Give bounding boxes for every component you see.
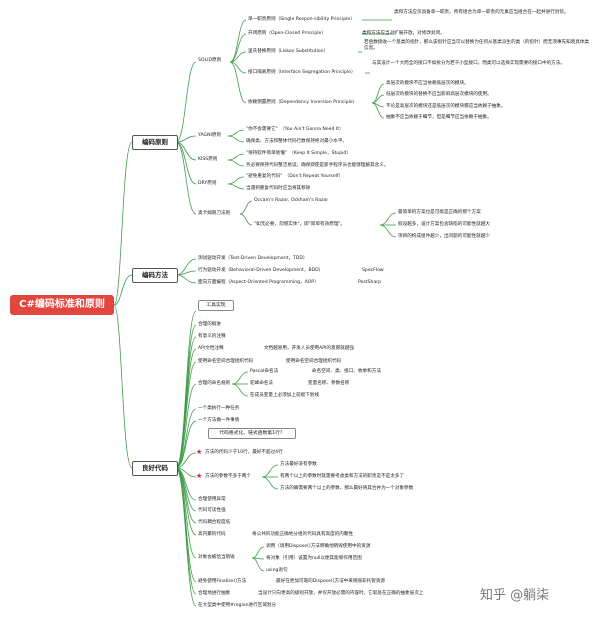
format-box[interactable]: 代码格式化、链式函数第1行？: [208, 428, 296, 439]
category-principles[interactable]: 编码原则: [132, 135, 178, 150]
occam-item: 项目的构成组件越少，出问题的可能性就越少: [398, 234, 490, 239]
method-bdd-tool: SpecFlow: [362, 268, 384, 273]
kiss-desc: 务必要保持代码整洁易读，确保即使是新手程序员也能够理解其含义。: [246, 163, 389, 168]
good-exceptions[interactable]: 合理使用异常: [198, 497, 226, 502]
naming-rule-desc: 变量名称、参数名称: [308, 381, 350, 386]
lsp-node[interactable]: 里氏替换原则（Liskov Substitution）: [248, 49, 329, 54]
dispose-item: 调用（调用Dispose()方法明确地销毁使用中的资源: [266, 544, 371, 549]
method-tdd[interactable]: 测试驱动开发（Test-Driven Development，TDD）: [198, 256, 308, 261]
good-finalize[interactable]: 避免使用Finalize()方法: [198, 579, 247, 584]
good-cohesion[interactable]: 高内聚的代码: [198, 532, 226, 537]
good-one-class[interactable]: 一个类执行一种任务: [198, 406, 240, 411]
good-abstraction-desc: 当设计只向更高的级别开放，并仅开放必需的内容时，它就处在正确的抽象层次上: [258, 591, 424, 596]
srp-node[interactable]: 单一职责原则（Single Respon-sibility Principle）: [248, 17, 355, 22]
good-api-doc-desc: 文档越易用，开发人员使用API的意愿就越强: [264, 346, 354, 351]
good-region[interactable]: 在大型类中使用#region进行区域划分: [198, 603, 277, 608]
kiss-node[interactable]: KISS原则: [198, 157, 218, 162]
ocp-node[interactable]: 开闭原则（Open-Closed Principle）: [248, 31, 326, 36]
naming-rule: 驼峰命名法: [250, 381, 273, 386]
dip-item: 低层次的模块的替换不应当影响高层次模块的使用。: [386, 92, 492, 97]
good-api-doc[interactable]: API文档注释: [198, 346, 224, 351]
dry-node[interactable]: DRY原则: [198, 181, 217, 186]
watermark: 知乎 @躺柒: [480, 588, 550, 603]
good-params[interactable]: 方法的参数不多于两个: [205, 474, 251, 479]
lsp-desc: 若函数接收一个基类的指针，那么该指针应当可以替换为任何从基类派生的类（的指针）而…: [364, 40, 590, 51]
naming-rule: 在成员变量上必须加上前缀下划线: [250, 393, 319, 398]
good-cohesion-desc: 将公共的功能正确地分组的代码具有高度的内聚性: [252, 532, 354, 537]
good-one-method[interactable]: 一个方法做一件事情: [198, 418, 240, 423]
category-methods[interactable]: 编码方法: [132, 268, 178, 283]
occam-alias: Occam's Razor, Ockham's Razor: [254, 198, 329, 203]
dip-item: 高层次的模块不应当依赖低层次的模块。: [386, 81, 469, 86]
good-method-lines[interactable]: 方法的代码少于10行，最好不超过4行: [205, 450, 283, 455]
dry-quote: "避免重复的代码" （Don't Repeat Yourself）: [246, 174, 344, 179]
good-indent[interactable]: 合理的缩进: [198, 322, 221, 327]
dip-node[interactable]: 依赖倒置原则（Dependency Inversion Principle）: [248, 100, 358, 105]
params-item: 方法最好没有参数: [280, 462, 317, 467]
good-finalize-desc: 最好在更加可靠的Dispose()方法中来销毁非托管资源: [276, 579, 386, 584]
method-aop[interactable]: 面向方面编程（Aspect-Oriented Programming，AOP）: [198, 280, 319, 285]
good-dispose[interactable]: 对象会被恰当销毁: [198, 555, 235, 560]
good-naming[interactable]: 合理的命名规则: [198, 381, 231, 386]
star-icon: ★: [196, 472, 203, 480]
dry-desc: 当遇到重复代码时应当将其移除: [246, 186, 311, 191]
dispose-item: using语句: [266, 568, 288, 573]
dip-item: 抽象不应当依赖于细节，但是细节应当依赖于抽象。: [386, 115, 492, 120]
occam-node[interactable]: 奥卡姆剃刀法则: [198, 211, 231, 216]
tools-box[interactable]: 工具实现: [198, 300, 234, 311]
naming-rule: Pascal命名法: [250, 369, 279, 374]
good-readability[interactable]: 代码可读性强: [198, 508, 226, 513]
method-aop-tool: PostSharp: [358, 280, 382, 285]
dispose-item: 将对象（引用）设置为null以便其能够作用范围: [266, 556, 362, 561]
root-node[interactable]: C#编码标准和原则: [10, 295, 114, 315]
srp-desc: 类和方法应仅具备单一职责。所有组合为单一职责的元素应当组合在一起并进行封装。: [394, 10, 569, 15]
yagni-desc: 确保类、方法和整体代码行数保持绝对最小水平。: [246, 139, 348, 144]
good-namespace-desc: 使用命名空间合理组织代码: [286, 359, 342, 364]
isp-node[interactable]: 接口隔离原则（Interface Segregation Principle）: [248, 70, 356, 75]
star-icon: ★: [196, 448, 203, 456]
yagni-quote: "你不会需要它" （You Ain't Gonna Need It）: [246, 127, 344, 132]
isp-desc: 与其设计一个大而全的接口不如拆分为若干小型接口，而类可以选择实现需要的接口中的方…: [372, 61, 565, 66]
method-bdd[interactable]: 行为驱动开发（Behavioral-Driven Development，BDD…: [198, 268, 324, 273]
dip-item: 不论是高层次的模块还是低层次的模块都应当依赖于抽象。: [386, 104, 506, 109]
kiss-quote: "保持软件简单易懂" （Keep It Simple，Stupid）: [246, 151, 351, 156]
occam-item: 最简单的方案也是可能是正确的那个方案: [398, 210, 481, 215]
occam-quote: "如无必要，勿增实体"，即"简单有效原理"。: [254, 222, 346, 227]
params-item: 有两个以上的参数时就需要考虑类和方法的职责是不是太多了: [280, 474, 405, 479]
good-coupling[interactable]: 代码耦合程度低: [198, 520, 231, 525]
yagni-node[interactable]: YAGNI原则: [198, 133, 222, 138]
ocp-desc: 类和方法应当对扩展开放，对修改封闭。: [362, 31, 445, 36]
good-namespace[interactable]: 使用命名空间合理组织代码: [198, 359, 254, 364]
category-good-code[interactable]: 良好代码: [132, 461, 178, 476]
good-abstraction[interactable]: 合理地进行抽象: [198, 591, 231, 596]
params-item: 方法的确需要两个以上的参数，那么最好将其合并为一个对象参数: [280, 486, 414, 491]
solid-node[interactable]: SOLID原则: [198, 58, 222, 63]
naming-rule-desc: 命名空间、类、接口、枚举和方法: [312, 369, 381, 374]
occam-item: 假设越多，设计方案包含缺陷的可能性就越大: [398, 222, 490, 227]
good-comments[interactable]: 有意义的注释: [198, 334, 226, 339]
